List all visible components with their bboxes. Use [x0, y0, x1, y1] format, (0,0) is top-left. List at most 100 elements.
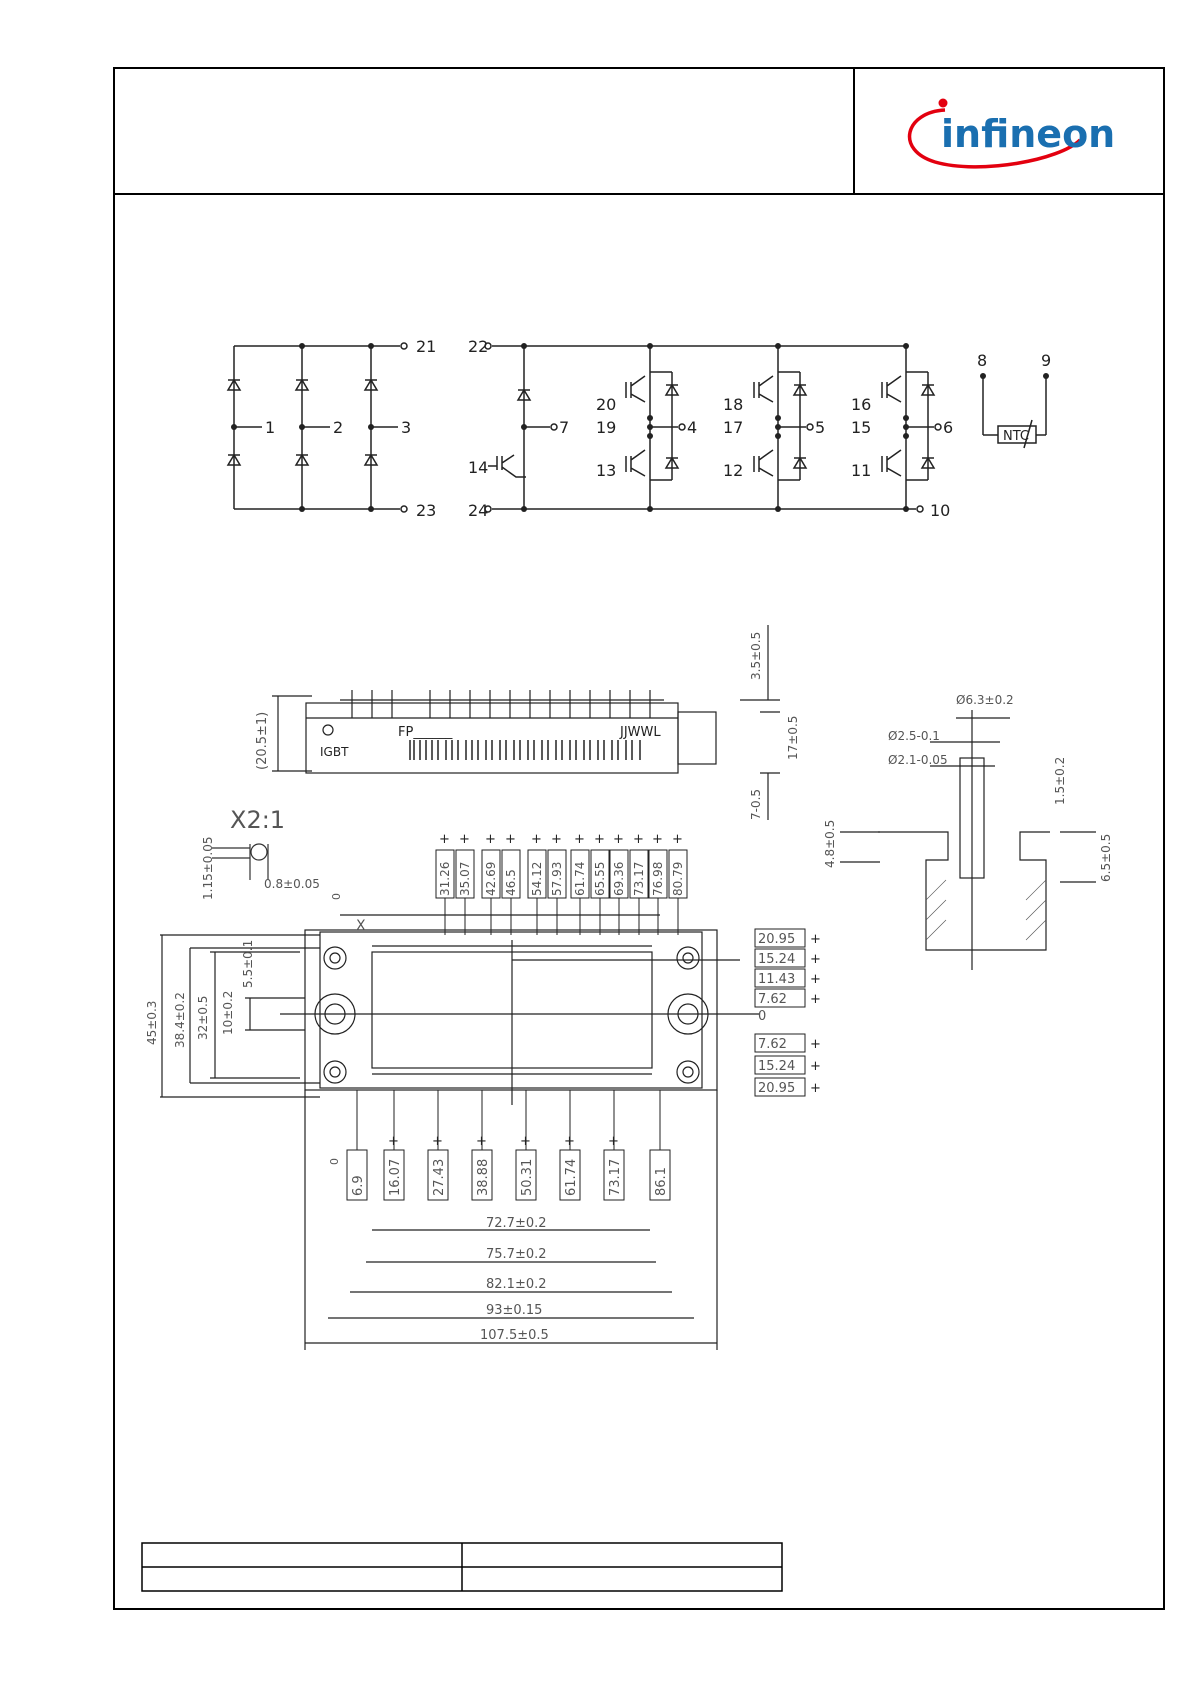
right-pin-coord: +11.43 — [754, 968, 821, 988]
top-pin-coord: +57.93 — [547, 832, 567, 935]
gate-18-label: 18 — [723, 395, 743, 414]
right-pin-coord: +20.95 — [754, 928, 821, 948]
side-view — [272, 625, 780, 820]
right-zero: 0 — [758, 1009, 766, 1024]
pin-23-label: 23 — [416, 501, 436, 520]
outer-diameter-dim: Ø6.3±0.2 — [956, 693, 1014, 707]
top-pin-coord: +80.79 — [668, 832, 688, 935]
bottom-pin-coord: 86.1 — [649, 1090, 671, 1201]
top-pin-value: 69.36 — [612, 862, 626, 896]
bottom-pin-value: 27.43 — [432, 1159, 447, 1196]
top-pin-coord: +54.12 — [527, 832, 547, 935]
top-pin-coord: +35.07 — [455, 832, 475, 935]
top-pin-value: 65.55 — [593, 862, 607, 896]
logo-swoosh — [907, 108, 1082, 169]
svg-text:+: + — [485, 832, 496, 847]
svg-text:+: + — [476, 1134, 487, 1149]
top-pin-coordinates: +31.26+35.07+42.69+46.5+54.12+57.93+61.7… — [435, 832, 688, 935]
svg-text:+: + — [520, 1134, 531, 1149]
pin-6-label: 6 — [943, 418, 953, 437]
side-view-pins — [351, 690, 651, 718]
bottom-pin-coord: +16.07 — [383, 1090, 405, 1201]
svg-text:+: + — [810, 932, 821, 947]
infineon-logo: infineon — [907, 98, 1115, 169]
bottom-pin-value: 61.74 — [564, 1159, 579, 1196]
svg-text:+: + — [505, 832, 516, 847]
gate-20-label: 20 — [596, 395, 616, 414]
side-height-dim: (20.5±1) — [255, 712, 270, 770]
top-pin-coord: +69.36 — [609, 832, 629, 935]
schematic-labels: 21 22 23 24 10 1 2 3 7 14 20 19 13 18 17… — [265, 337, 1051, 520]
right-pin-coord: +7.62 — [754, 988, 821, 1008]
gate-12-label: 12 — [723, 461, 743, 480]
top-pin-coord: +42.69 — [481, 832, 501, 935]
pin-4-label: 4 — [687, 418, 697, 437]
bottom-pin-coord: +73.17 — [603, 1090, 625, 1201]
pin-length-dim: 3.5±0.5 — [749, 632, 763, 680]
right-pin-value: 20.95 — [758, 932, 795, 947]
top-pin-value: 46.5 — [504, 869, 518, 896]
body-height-dim: 17±0.5 — [786, 716, 800, 760]
svg-text:+: + — [574, 832, 585, 847]
top-pin-value: 54.12 — [530, 862, 544, 896]
left-dim-45: 45±0.3 — [145, 1001, 159, 1045]
width-dim-821: 82.1±0.2 — [486, 1277, 547, 1292]
height-48-dim: 4.8±0.5 — [823, 820, 837, 868]
right-pin-coord: +15.24 — [754, 1055, 821, 1075]
top-view-labels: X 0 0 0 45±0.3 38.4±0.2 32±0.5 10±0.2 5.… — [145, 893, 766, 1343]
top-zero: 0 — [330, 893, 343, 900]
svg-text:+: + — [613, 832, 624, 847]
title-table — [141, 1542, 783, 1592]
right-pin-value: 15.24 — [758, 952, 795, 967]
detail-title: X2:1 — [230, 806, 285, 834]
svg-text:+: + — [439, 832, 450, 847]
pin-3-label: 3 — [401, 418, 411, 437]
ntc-thermistor — [982, 376, 1047, 449]
right-pin-value: 7.62 — [758, 1037, 787, 1052]
width-dim-93: 93±0.15 — [486, 1303, 542, 1318]
width-dim-757: 75.7±0.2 — [486, 1247, 547, 1262]
svg-text:+: + — [459, 832, 470, 847]
right-pin-value: 20.95 — [758, 1081, 795, 1096]
bottom-pin-value: 86.1 — [654, 1167, 669, 1196]
bottom-pin-coord: +61.74 — [559, 1090, 581, 1201]
width-dim-727: 72.7±0.2 — [486, 1216, 547, 1231]
svg-text:+: + — [672, 832, 683, 847]
base-dim: 7-0.5 — [749, 789, 763, 820]
rectifier-diodes — [226, 378, 379, 466]
bottom-pin-coord: 6.9 — [346, 1090, 368, 1201]
gate-16-label: 16 — [851, 395, 871, 414]
top-pin-value: 35.07 — [458, 862, 472, 896]
left-dim-55: 5.5±0.1 — [241, 940, 255, 988]
top-pin-value: 61.74 — [573, 862, 587, 896]
pin-5-label: 5 — [815, 418, 825, 437]
right-pin-value: 15.24 — [758, 1059, 795, 1074]
logo-dot — [938, 98, 948, 108]
height-15-dim: 1.5±0.2 — [1053, 757, 1067, 805]
gate-11-label: 11 — [851, 461, 871, 480]
svg-text:+: + — [633, 832, 644, 847]
pin-22-label: 22 — [468, 337, 488, 356]
pin-24-label: 24 — [468, 501, 488, 520]
marking-fp: FP______ — [398, 725, 453, 740]
top-pin-value: 76.98 — [651, 862, 665, 896]
pin-21-label: 21 — [416, 337, 436, 356]
top-pin-coord: +46.5 — [501, 832, 521, 935]
svg-text:+: + — [810, 972, 821, 987]
width-dim-1075: 107.5±0.5 — [480, 1328, 549, 1343]
top-pin-value: 80.79 — [671, 862, 685, 896]
left-dim-384: 38.4±0.2 — [173, 992, 187, 1048]
marker-x: X — [356, 918, 366, 934]
svg-text:+: + — [551, 832, 562, 847]
svg-text:+: + — [388, 1134, 399, 1149]
sheet-frame — [113, 67, 1165, 1610]
svg-text:+: + — [810, 952, 821, 967]
left-dim-10: 10±0.2 — [221, 991, 235, 1035]
side-view-barcode — [409, 740, 641, 760]
pin-section-detail: Ø6.3±0.2 Ø2.5-0.1 Ø2.1-0.05 1.5±0.2 4.8±… — [823, 693, 1113, 970]
top-pin-coord: +61.74 — [570, 832, 590, 935]
bottom-zero: 0 — [328, 1158, 341, 1165]
gate-13-label: 13 — [596, 461, 616, 480]
bottom-pin-value: 16.07 — [388, 1159, 403, 1196]
